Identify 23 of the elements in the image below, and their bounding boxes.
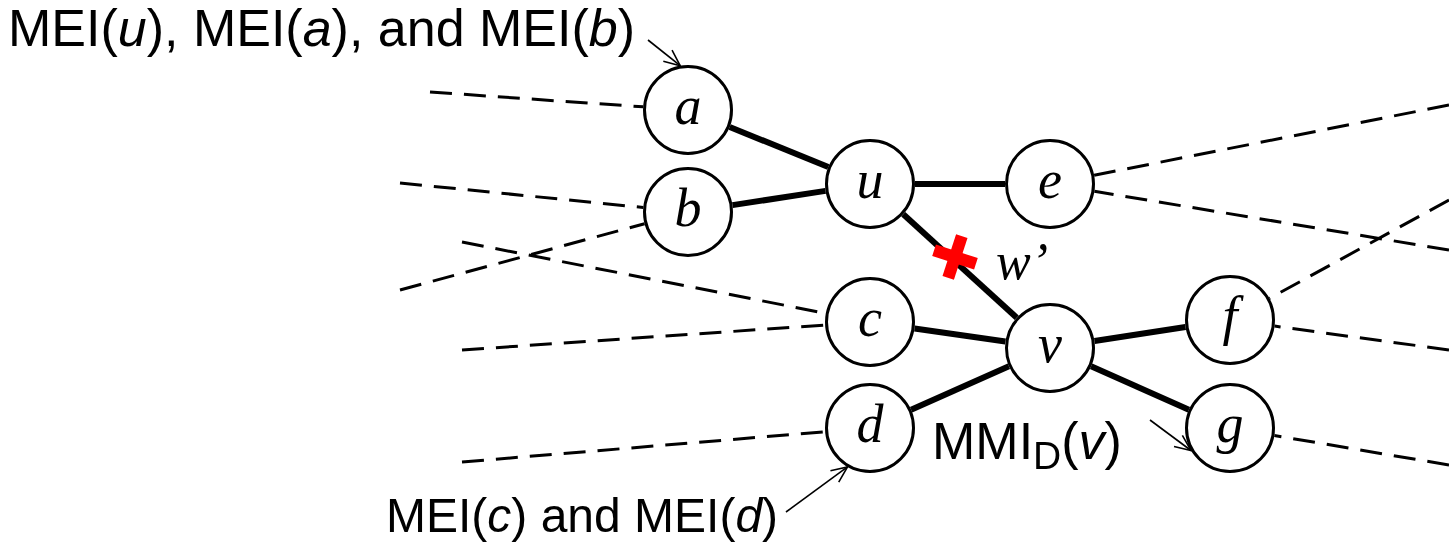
- pointer-arrow: [647, 39, 681, 67]
- dashed-edge: [429, 90, 644, 109]
- annotation-text: MMI$_{D}$(v): [932, 410, 1150, 472]
- dashed-edge: [1093, 103, 1449, 177]
- edge-line: [901, 212, 1019, 320]
- dashed-edge: [1274, 324, 1449, 352]
- annotation-text: MEI(c) and MEI(d): [386, 492, 786, 540]
- edge-line: [909, 363, 1011, 413]
- dashed-edge: [461, 323, 826, 352]
- edge-line: [728, 124, 830, 170]
- edge-line: [914, 325, 1006, 345]
- pointer-arrow: [1149, 419, 1192, 452]
- dashed-edge: [399, 181, 644, 209]
- dashed-edge: [399, 222, 645, 292]
- dashed-edge: [1274, 434, 1449, 467]
- edge-line: [1094, 323, 1186, 345]
- edge-line: [915, 181, 1005, 187]
- pointer-arrow: [785, 466, 849, 513]
- dashed-edge: [461, 430, 826, 464]
- edge-line: [1089, 363, 1191, 413]
- edge-line: [732, 187, 826, 209]
- edge-label: w’: [996, 236, 1048, 288]
- dashed-edge: [1094, 189, 1449, 252]
